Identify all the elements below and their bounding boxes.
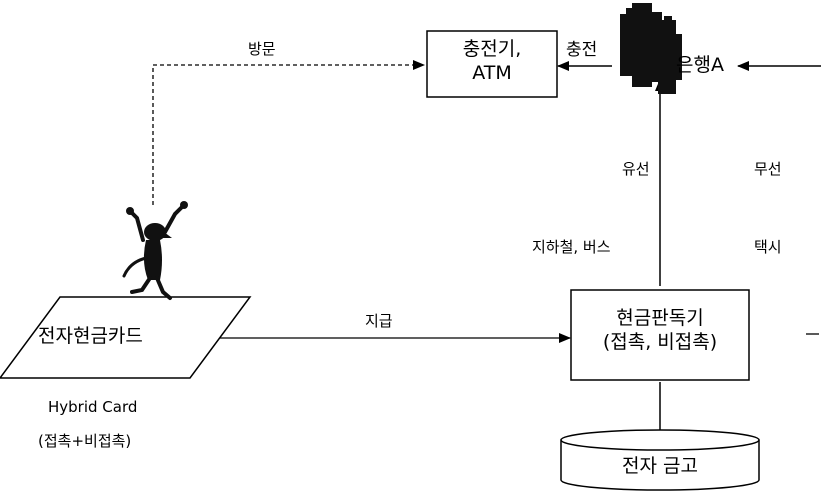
visit-path [152, 60, 425, 205]
charge-label: 충전 [566, 40, 598, 60]
caption-line1: Hybrid Card [48, 398, 138, 416]
payment-label: 지급 [365, 312, 393, 330]
visit-label: 방문 [248, 40, 276, 58]
bank-label: 은행A [676, 54, 724, 76]
card-label: 전자현금카드 [38, 325, 143, 347]
wireless-label: 무선 [754, 160, 782, 178]
caption-line2: (접촉+비접촉) [38, 432, 132, 450]
wired-label: 유선 [622, 160, 650, 178]
reader-line1: 현금판독기 [616, 307, 704, 329]
charger-atm-box [426, 30, 558, 98]
card-parallelogram [0, 296, 252, 379]
charger-atm-line1: 충전기, [462, 38, 522, 60]
reader-box [570, 289, 750, 381]
reader-label: 현금판독기 (접촉, 비접촉) [571, 307, 749, 355]
bank-building-icon [620, 3, 682, 94]
reader-line2: (접촉, 비접촉) [602, 330, 718, 353]
vault-cylinder [560, 429, 760, 491]
wired-examples-label: 지하철, 버스 [532, 238, 611, 256]
wireless-examples-label: 택시 [754, 238, 782, 256]
charger-atm-label: 충전기, ATM [427, 38, 557, 86]
person-figure-icon [122, 201, 188, 300]
vault-label: 전자 금고 [622, 455, 698, 477]
charger-atm-line2: ATM [472, 61, 512, 84]
